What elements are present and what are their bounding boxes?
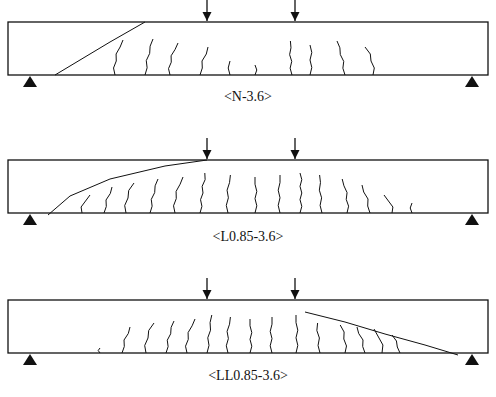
flexural-crack: [200, 47, 208, 75]
flexural-crack: [384, 195, 393, 213]
flexural-crack: [319, 175, 322, 213]
beam-outline: [8, 22, 488, 75]
flexural-crack: [174, 177, 183, 213]
beam: [8, 278, 488, 365]
flexural-crack: [300, 173, 302, 213]
flexural-crack: [317, 323, 320, 353]
load-arrow: [294, 278, 295, 299]
specimen-label: <L0.85-3.6>: [210, 229, 285, 245]
shear-crack: [48, 160, 207, 215]
flexural-crack: [145, 323, 154, 353]
flexural-crack: [166, 321, 174, 353]
support-triangle: [465, 76, 479, 87]
flexural-crack: [145, 39, 153, 75]
specimen-label: <LL0.85-3.6>: [206, 368, 290, 384]
shear-crack: [55, 22, 145, 75]
flexural-crack: [226, 175, 230, 213]
flexural-crack: [169, 43, 178, 75]
beam-outline: [8, 160, 488, 213]
flexural-crack: [98, 348, 100, 353]
load-arrow: [206, 138, 207, 159]
flexural-crack: [186, 319, 195, 353]
flexural-crack: [114, 40, 123, 75]
beam: [8, 0, 488, 87]
flexural-crack: [357, 327, 365, 353]
flexural-crack: [290, 41, 292, 75]
flexural-crack: [150, 179, 158, 213]
flexural-crack: [228, 61, 230, 75]
load-arrow: [294, 0, 295, 21]
flexural-crack: [362, 185, 370, 213]
flexural-crack: [310, 45, 312, 75]
load-arrow: [206, 0, 207, 21]
flexural-crack: [342, 179, 348, 213]
shear-crack: [305, 312, 458, 355]
flexural-crack: [250, 319, 252, 353]
beam: [8, 138, 488, 225]
flexural-crack: [255, 177, 257, 213]
support-triangle: [465, 354, 479, 365]
flexural-crack: [410, 203, 412, 213]
flexural-crack: [296, 315, 298, 353]
flexural-crack: [337, 41, 345, 75]
load-arrow: [206, 278, 207, 299]
support-triangle: [23, 214, 37, 225]
flexural-crack: [122, 327, 130, 353]
flexural-crack: [340, 325, 346, 353]
beam-outline: [8, 300, 488, 353]
flexural-crack: [255, 65, 257, 75]
flexural-crack: [226, 317, 230, 353]
load-arrow: [294, 138, 295, 159]
flexural-crack: [365, 47, 374, 75]
flexural-crack: [270, 317, 272, 353]
flexural-crack: [392, 335, 400, 353]
flexural-crack: [104, 187, 112, 213]
flexural-crack: [81, 195, 90, 213]
flexural-crack: [125, 183, 134, 213]
flexural-crack: [207, 315, 212, 353]
flexural-crack: [200, 173, 205, 213]
support-triangle: [465, 214, 479, 225]
support-triangle: [23, 354, 37, 365]
support-triangle: [23, 76, 37, 87]
flexural-crack: [374, 329, 383, 353]
flexural-crack: [278, 175, 280, 213]
specimen-label: <N-3.6>: [222, 89, 274, 105]
